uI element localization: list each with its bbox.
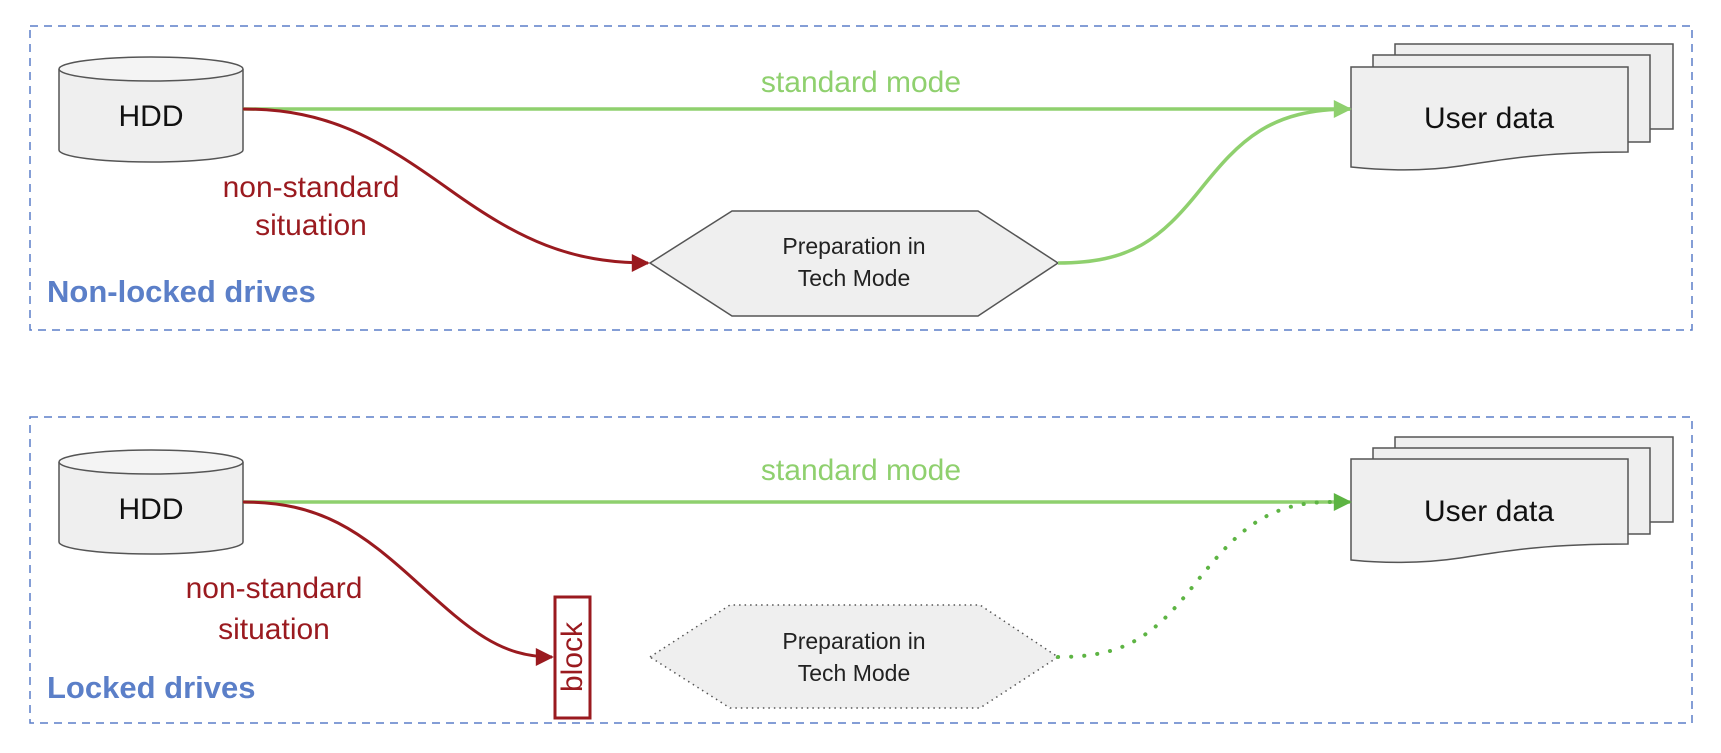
group-label-non-locked: Non-locked drives xyxy=(47,274,316,309)
hdd-cylinder-top xyxy=(58,56,244,82)
preparation-hexagon xyxy=(648,210,1060,317)
group-locked-drives: HDD User data Preparation in Tech Mode b… xyxy=(29,416,1693,724)
edge-preparation-to-user-data[interactable] xyxy=(1057,107,1351,265)
nonstandard-label-line2: situation xyxy=(255,209,367,242)
nonstandard-label-line2: situation xyxy=(218,613,330,646)
edge-nonstandard[interactable] xyxy=(242,500,554,666)
preparation-hexagon xyxy=(648,604,1060,709)
edge-nonstandard[interactable] xyxy=(242,107,650,272)
standard-mode-label: standard mode xyxy=(761,66,961,99)
hdd-label: HDD xyxy=(119,100,184,133)
group-non-locked-drives: HDD User data Preparation in Tech Mode s… xyxy=(29,25,1693,331)
hdd-node[interactable]: HDD xyxy=(58,56,244,163)
document-front xyxy=(1350,66,1629,171)
user-data-label: User data xyxy=(1424,102,1554,135)
block-box xyxy=(553,595,592,720)
document-front xyxy=(1350,458,1629,564)
hdd-cylinder-body xyxy=(58,462,244,555)
preparation-node[interactable]: Preparation in Tech Mode xyxy=(648,210,1060,317)
nonstandard-label-line1: non-standard xyxy=(223,171,400,204)
preparation-node-disabled: Preparation in Tech Mode xyxy=(648,604,1060,709)
user-data-node[interactable]: User data xyxy=(1350,43,1674,171)
hdd-cylinder-body xyxy=(58,69,244,163)
block-label: block xyxy=(556,621,589,692)
hdd-label: HDD xyxy=(119,493,184,526)
user-data-label: User data xyxy=(1424,495,1554,528)
edge-preparation-to-user-data-disabled xyxy=(1056,500,1332,659)
hdd-node[interactable]: HDD xyxy=(58,449,244,555)
standard-mode-label: standard mode xyxy=(761,454,961,487)
preparation-label-line2: Tech Mode xyxy=(798,265,911,291)
nonstandard-label-line1: non-standard xyxy=(186,572,363,605)
hdd-cylinder-top xyxy=(58,449,244,475)
preparation-label-line2: Tech Mode xyxy=(798,660,911,686)
user-data-node[interactable]: User data xyxy=(1350,436,1674,564)
preparation-label-line1: Preparation in xyxy=(782,233,925,259)
group-border xyxy=(29,25,1693,331)
group-border xyxy=(29,416,1693,724)
group-label-locked: Locked drives xyxy=(47,670,255,705)
block-node[interactable]: block xyxy=(553,595,592,720)
preparation-label-line1: Preparation in xyxy=(782,628,925,654)
